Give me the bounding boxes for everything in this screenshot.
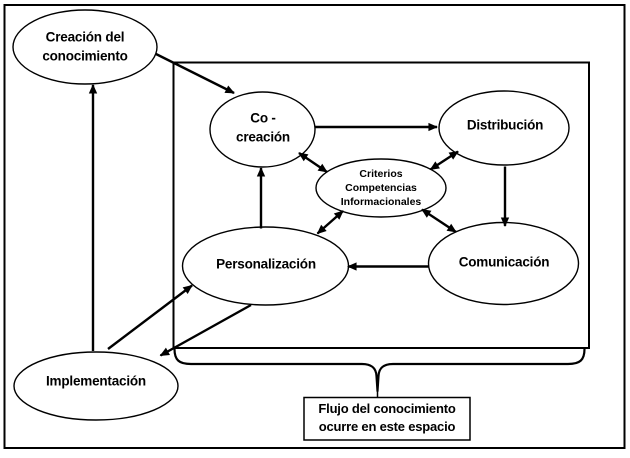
edge-criterios-comunicacion [421, 208, 457, 234]
node-label-criterios: Criterios Competencias Informacionales [340, 167, 422, 209]
node-criterios-ellipse [315, 158, 447, 218]
node-label-distribucion: Distribución [466, 117, 544, 133]
node-cocreacion-ellipse [209, 91, 316, 168]
edge-creacion-cocreacion [155, 52, 235, 95]
caption-box [303, 396, 471, 441]
node-label-creacion: Creación del conocimiento [42, 29, 128, 63]
caption-label: Flujo del conocimiento ocurre en este es… [318, 400, 456, 434]
node-label-cocreacion: Co - creación [236, 110, 290, 144]
edge-distribucion-criterios [429, 150, 459, 171]
node-implementacion-ellipse [13, 351, 179, 421]
edge-criterios-personalizacion [316, 210, 344, 235]
node-creacion-ellipse [12, 9, 158, 85]
node-label-comunicacion: Comunicación [458, 254, 550, 270]
node-label-personalizacion: Personalización [216, 256, 316, 272]
edge-cocreacion-criterios [298, 152, 328, 173]
node-label-implementacion: Implementación [46, 373, 146, 389]
node-distribucion-ellipse [438, 90, 570, 166]
edge-personalizacion-implementacion [159, 303, 252, 357]
edge-implementacion-personalizacion [107, 284, 193, 350]
flow-space-rectangle [172, 61, 590, 349]
